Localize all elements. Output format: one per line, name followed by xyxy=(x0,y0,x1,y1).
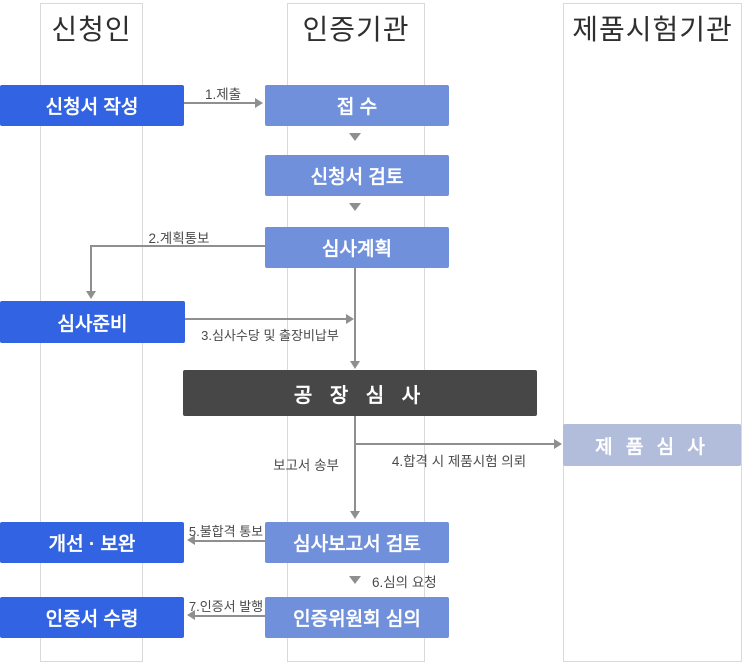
label-report-sending: 보고서 송부 xyxy=(273,458,339,473)
arrow-fail-notification-line xyxy=(195,540,265,542)
label-plan-notification: 2.계획통보 xyxy=(148,231,210,246)
arrow-fee-payment-line xyxy=(185,318,346,320)
lane-product-test-org xyxy=(563,3,742,662)
flow-line-factory-to-report xyxy=(354,416,356,512)
down-triangle-reception-to-review xyxy=(349,133,361,141)
box-audit-report-review: 심사보고서 검토 xyxy=(265,522,449,563)
flow-head-plan-to-factory xyxy=(350,361,360,369)
arrow-certificate-issue-head xyxy=(187,610,195,620)
arrow-submit-line xyxy=(184,102,255,104)
arrow-fee-payment-head xyxy=(346,314,354,324)
arrow-plan-notification-vline xyxy=(90,245,92,292)
down-triangle-review-to-plan xyxy=(349,203,361,211)
flow-head-factory-to-report xyxy=(350,511,360,519)
flow-line-plan-to-factory xyxy=(354,268,356,362)
arrow-plan-notification-head xyxy=(86,291,96,299)
box-product-audit: 제 품 심 사 xyxy=(563,424,741,466)
lane-header-certification-body: 인증기관 xyxy=(302,14,410,45)
label-product-test-request: 4.합격 시 제품시험 의뢰 xyxy=(391,454,527,469)
label-submit: 1.제출 xyxy=(204,87,242,102)
arrow-product-test-line xyxy=(355,443,554,445)
lane-header-product-test-org: 제품시험기관 xyxy=(572,14,733,45)
box-certificate-receipt: 인증서 수령 xyxy=(0,597,184,638)
arrow-certificate-issue-line xyxy=(195,615,265,617)
label-fail-notification: 5.불합격 통보 xyxy=(188,524,264,539)
arrow-submit-head xyxy=(255,98,263,108)
arrow-fail-notification-head xyxy=(187,535,195,545)
box-audit-plan: 심사계획 xyxy=(265,227,449,268)
box-write-application: 신청서 작성 xyxy=(0,85,184,126)
label-certificate-issue: 7.인증서 발행 xyxy=(188,599,264,614)
box-reception: 접 수 xyxy=(265,85,449,126)
down-triangle-report-to-committee xyxy=(349,576,361,584)
box-application-review: 신청서 검토 xyxy=(265,155,449,196)
lane-header-applicant: 신청인 xyxy=(51,14,132,45)
arrow-product-test-head xyxy=(554,439,562,449)
box-committee-deliberation: 인증위원회 심의 xyxy=(265,597,449,638)
label-deliberation-request: 6.심의 요청 xyxy=(372,575,437,590)
arrow-plan-notification-hline xyxy=(91,245,265,247)
box-audit-preparation: 심사준비 xyxy=(0,301,185,343)
label-fee-payment: 3.심사수당 및 출장비납부 xyxy=(201,328,339,343)
box-improvement: 개선 · 보완 xyxy=(0,522,184,563)
box-factory-audit: 공 장 심 사 xyxy=(183,370,537,416)
